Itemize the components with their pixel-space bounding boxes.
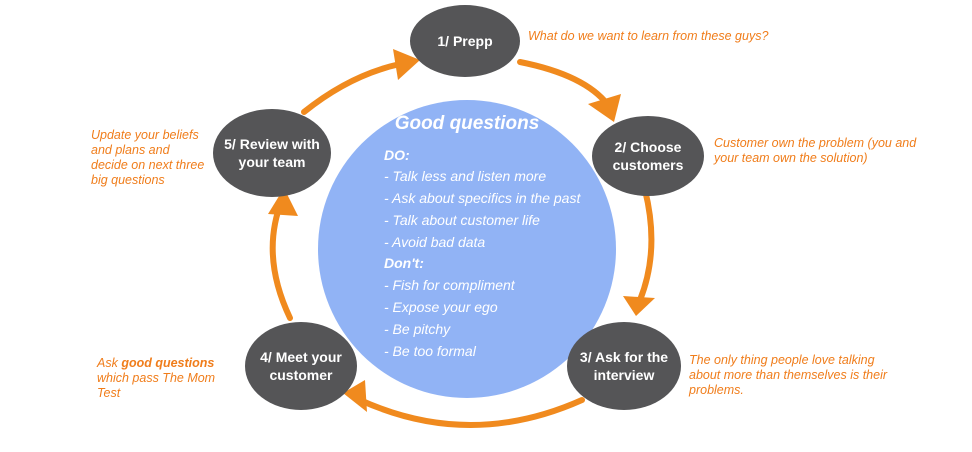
step-5-review-with-team[interactable]: 5/ Review with your team xyxy=(213,109,331,197)
dont-item: - Fish for compliment xyxy=(384,277,515,293)
arrowhead-4 xyxy=(343,380,367,412)
dont-heading: Don't: xyxy=(384,255,424,271)
arrowhead-2 xyxy=(588,94,621,122)
arrow-3-to-4 xyxy=(357,397,585,428)
do-item: - Ask about specifics in the past xyxy=(384,190,581,206)
note-meet-customer: Ask good questions which pass The Mom Te… xyxy=(97,356,215,401)
arrow-2-to-3 xyxy=(637,187,655,303)
note-review: Update your beliefs and plans and decide… xyxy=(91,128,205,187)
note-choose-customers: Customer own the problem (you and your t… xyxy=(714,136,917,165)
arrowhead-3 xyxy=(623,296,655,316)
dont-item: - Expose your ego xyxy=(384,299,498,315)
do-item: - Talk about customer life xyxy=(384,212,540,228)
arrowhead-1 xyxy=(393,49,420,80)
dont-item: - Be too formal xyxy=(384,343,476,359)
arrow-4-to-5 xyxy=(269,197,293,321)
step-4-meet-customer[interactable]: 4/ Meet your customer xyxy=(245,322,357,410)
good-questions-title: Good questions xyxy=(394,113,540,134)
good-questions-circle xyxy=(318,100,616,398)
step-2-choose-customers[interactable]: 2/ Choose customers xyxy=(592,116,704,196)
do-heading: DO: xyxy=(384,147,410,163)
arrow-5-to-1 xyxy=(301,61,403,115)
note-meet-bold: good questions xyxy=(121,356,215,370)
dont-item: - Be pitchy xyxy=(384,321,451,337)
do-item: - Avoid bad data xyxy=(384,234,486,250)
arrowhead-5 xyxy=(268,188,298,216)
step-3-ask-for-interview[interactable]: 3/ Ask for the interview xyxy=(567,322,681,410)
note-meet-suffix: which pass The Mom Test xyxy=(97,371,216,400)
note-ask-for-interview: The only thing people love talking about… xyxy=(689,353,888,397)
note-prepp: What do we want to learn from these guys… xyxy=(528,29,769,43)
do-item: - Talk less and listen more xyxy=(384,168,547,184)
note-meet-prefix: Ask xyxy=(97,356,122,370)
arrow-1-to-2 xyxy=(517,59,611,108)
step-1-prepp[interactable]: 1/ Prepp xyxy=(410,5,520,77)
